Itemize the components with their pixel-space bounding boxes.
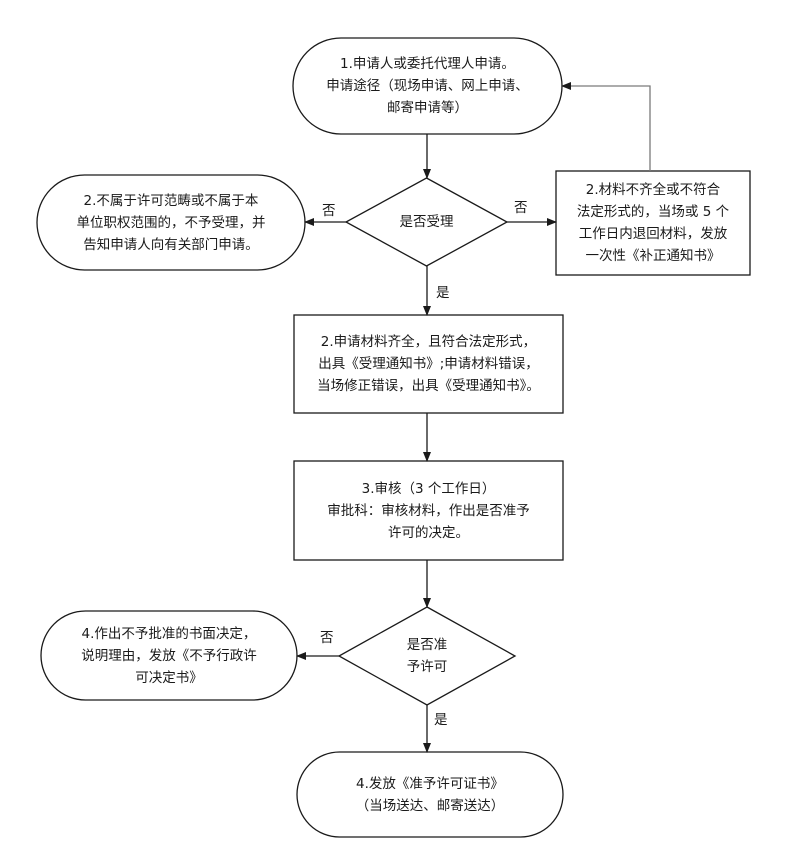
accepted-box: 2.申请材料齐全，且符合法定形式， 出具《受理通知书》;申请材料错误， 当场修正… bbox=[317, 334, 540, 394]
return-materials-box: 2.材料不齐全或不符合 法定形式的，当场或 5 个 工作日内退回材料，发放 一次… bbox=[576, 182, 730, 264]
accepted-shape bbox=[293, 314, 564, 414]
grant-terminator: 4.发放《准予许可证书》 （当场送达、邮寄送达） bbox=[355, 775, 505, 814]
edge-label-yes-permit: 是 bbox=[434, 712, 448, 728]
edge-label-no-permit: 否 bbox=[320, 630, 334, 646]
permit-decision-diamond: 是否准 予许可 bbox=[406, 637, 448, 675]
return-materials-shape bbox=[555, 170, 751, 276]
start-terminator: 1.申请人或委托代理人申请。 申请途径（现场申请、网上申请、 邮寄申请等） bbox=[326, 56, 529, 116]
edge-label-no-left: 否 bbox=[322, 203, 336, 219]
edge-label-yes-accept: 是 bbox=[436, 285, 450, 301]
edge-return-materials-to-start bbox=[561, 82, 651, 171]
reject-scope-terminator: 2.不属于许可范畴或不属于本 单位职权范围的，不予受理，并 告知申请人向有关部门… bbox=[76, 192, 266, 253]
edge-label-no-right: 否 bbox=[514, 200, 528, 216]
accept-decision-diamond: 是否受理 bbox=[399, 214, 454, 230]
review-box: 3.审核（3 个工作日） 审批科：审核材料，作出是否准予 许可的决定。 bbox=[327, 480, 530, 541]
deny-terminator: 4.作出不予批准的书面决定， 说明理由，发放《不予行政许 可决定书》 bbox=[81, 625, 257, 686]
review-shape bbox=[293, 460, 564, 561]
